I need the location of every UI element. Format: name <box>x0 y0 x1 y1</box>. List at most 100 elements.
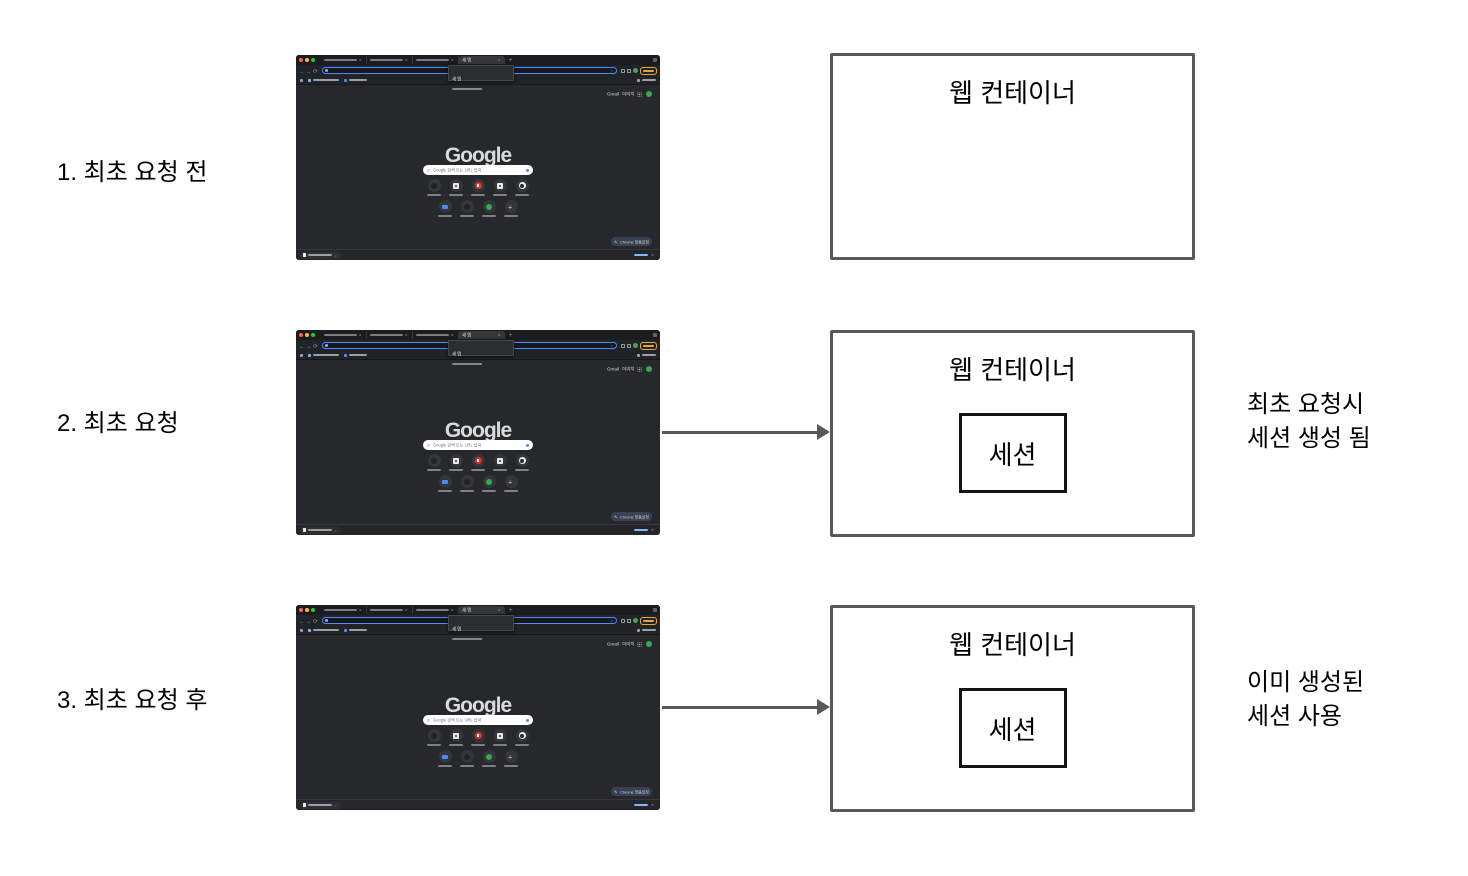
mac-close-button[interactable] <box>299 608 303 612</box>
back-icon[interactable]: ← <box>299 617 305 624</box>
tab-close-icon[interactable]: × <box>498 332 501 338</box>
shortcut-tile[interactable] <box>482 750 496 767</box>
new-tab-button[interactable]: + <box>509 331 513 339</box>
new-tab-button[interactable]: + <box>509 606 513 614</box>
reload-icon[interactable]: ⟳ <box>313 617 318 624</box>
download-item[interactable]: ⌄ <box>300 526 341 534</box>
mac-close-button[interactable] <box>299 333 303 337</box>
browser-tab[interactable]: × <box>413 56 459 64</box>
shortcut-tile[interactable] <box>427 729 441 746</box>
shortcut-tile-github[interactable] <box>515 179 529 196</box>
tab-close-icon[interactable]: × <box>359 332 362 338</box>
tab-close-icon[interactable]: × <box>451 332 454 338</box>
shortcut-tile[interactable] <box>460 475 474 492</box>
bookmark-star-icon[interactable]: ☆ <box>610 343 614 348</box>
bookmark-item[interactable] <box>344 628 367 632</box>
tab-strip-menu-icon[interactable] <box>653 608 657 612</box>
download-bar-close-icon[interactable]: × <box>651 527 654 533</box>
shortcut-tile[interactable] <box>438 475 452 492</box>
shortcut-tile[interactable] <box>449 729 463 746</box>
gmail-link[interactable]: Gmail <box>607 366 619 372</box>
back-icon[interactable]: ← <box>299 67 305 74</box>
customize-chrome-button[interactable]: ✎ Chrome 맞춤설정 <box>611 787 652 796</box>
google-apps-grid-icon[interactable] <box>637 91 642 97</box>
mac-close-button[interactable] <box>299 58 303 62</box>
add-shortcut-tile[interactable]: + <box>504 475 518 492</box>
mac-minimize-button[interactable] <box>305 58 309 62</box>
chevron-down-icon[interactable]: ⌄ <box>334 802 338 808</box>
google-apps-grid-icon[interactable] <box>637 641 642 647</box>
browser-tab[interactable]: × <box>321 606 367 614</box>
images-link[interactable]: 이미지 <box>622 91 635 97</box>
reading-list-button[interactable] <box>637 353 656 357</box>
forward-icon[interactable]: → <box>306 617 312 624</box>
tab-close-icon[interactable]: × <box>359 57 362 63</box>
tab-close-icon[interactable]: × <box>498 607 501 613</box>
bookmark-item[interactable] <box>344 78 367 82</box>
bookmark-star-icon[interactable]: ☆ <box>610 68 614 73</box>
tab-close-icon[interactable]: × <box>359 607 362 613</box>
account-avatar[interactable] <box>646 91 652 97</box>
chevron-down-icon[interactable]: ⌄ <box>334 252 338 258</box>
shortcut-tile[interactable] <box>449 179 463 196</box>
tab-strip-menu-icon[interactable] <box>653 333 657 337</box>
apps-icon[interactable] <box>300 78 303 82</box>
shortcut-tile-youtube[interactable] <box>471 729 485 746</box>
extension-icon[interactable] <box>621 343 625 348</box>
shortcut-tile[interactable] <box>427 179 441 196</box>
chrome-update-button[interactable] <box>640 341 657 350</box>
mac-zoom-button[interactable] <box>311 608 315 612</box>
download-bar-close-icon[interactable]: × <box>651 802 654 808</box>
shortcut-tile[interactable] <box>449 454 463 471</box>
extension-icon[interactable] <box>621 68 625 73</box>
tab-close-icon[interactable]: × <box>405 607 408 613</box>
add-shortcut-tile[interactable]: + <box>504 200 518 217</box>
tab-close-icon[interactable]: × <box>405 57 408 63</box>
chevron-down-icon[interactable]: ⌄ <box>334 527 338 533</box>
reload-icon[interactable]: ⟳ <box>313 67 318 74</box>
new-tab-button[interactable]: + <box>509 56 513 64</box>
chrome-update-button[interactable] <box>640 66 657 75</box>
shortcut-tile-youtube[interactable] <box>471 454 485 471</box>
customize-chrome-button[interactable]: ✎ Chrome 맞춤설정 <box>611 512 652 521</box>
shortcut-tile[interactable] <box>427 454 441 471</box>
reading-list-button[interactable] <box>637 628 656 632</box>
mac-minimize-button[interactable] <box>305 333 309 337</box>
shortcut-tile[interactable] <box>460 750 474 767</box>
reading-list-button[interactable] <box>637 78 656 82</box>
tab-close-icon[interactable]: × <box>451 57 454 63</box>
extension-icon[interactable] <box>621 618 625 623</box>
apps-icon[interactable] <box>300 628 303 632</box>
browser-tab[interactable]: × <box>321 56 367 64</box>
bookmark-item[interactable] <box>308 628 339 632</box>
gmail-link[interactable]: Gmail <box>607 641 619 647</box>
shortcut-tile[interactable] <box>493 179 507 196</box>
shortcut-tile[interactable] <box>493 729 507 746</box>
back-icon[interactable]: ← <box>299 342 305 349</box>
voice-search-icon[interactable] <box>526 168 529 172</box>
add-shortcut-tile[interactable]: + <box>504 750 518 767</box>
active-tab-new-tab[interactable]: 새 탭 × <box>459 331 505 339</box>
browser-tab[interactable]: × <box>367 606 413 614</box>
forward-icon[interactable]: → <box>306 342 312 349</box>
tab-close-icon[interactable]: × <box>405 332 408 338</box>
tab-close-icon[interactable]: × <box>451 607 454 613</box>
profile-avatar-icon[interactable] <box>633 618 638 623</box>
bookmark-item[interactable] <box>308 353 339 357</box>
bookmark-item[interactable] <box>344 353 367 357</box>
tab-close-icon[interactable]: × <box>498 57 501 63</box>
google-apps-grid-icon[interactable] <box>637 366 642 372</box>
apps-icon[interactable] <box>300 353 303 357</box>
active-tab-new-tab[interactable]: 새 탭 × <box>459 606 505 614</box>
show-all-downloads-button[interactable] <box>634 253 648 257</box>
images-link[interactable]: 이미지 <box>622 641 635 647</box>
show-all-downloads-button[interactable] <box>634 803 648 807</box>
google-search-bar[interactable]: ⌕ Google 검색 또는 URL 입력 <box>423 440 533 450</box>
account-avatar[interactable] <box>646 641 652 647</box>
google-search-bar[interactable]: ⌕ Google 검색 또는 URL 입력 <box>423 165 533 175</box>
browser-tab[interactable]: × <box>413 606 459 614</box>
browser-tab[interactable]: × <box>367 56 413 64</box>
shortcut-tile[interactable] <box>460 200 474 217</box>
side-panel-icon[interactable] <box>627 343 631 348</box>
bookmark-star-icon[interactable]: ☆ <box>610 618 614 623</box>
